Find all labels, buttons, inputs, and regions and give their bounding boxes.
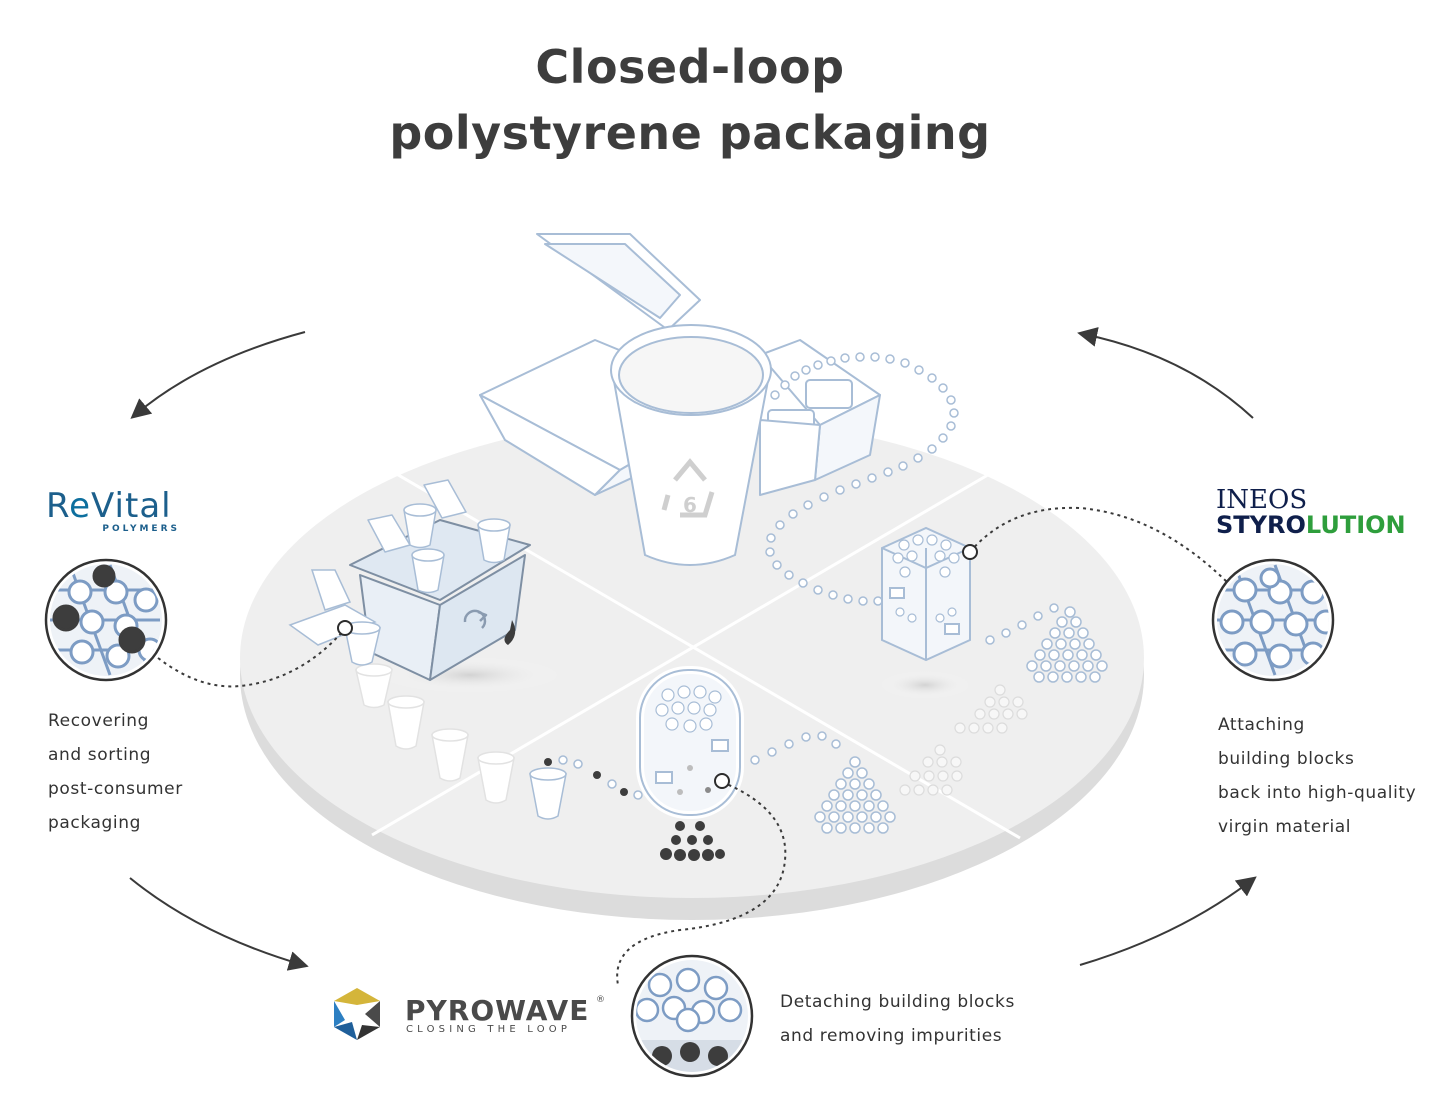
arrow-top-left (130, 331, 306, 419)
pellet-pile-right (1026, 606, 1108, 683)
arrow-top-right (1077, 327, 1254, 419)
recycling-bin-illustration (349, 479, 560, 693)
depolymerization-reactor-illustration (636, 666, 744, 819)
tray-illustration (759, 339, 881, 496)
pellet-pile-center (814, 756, 896, 834)
caption-line: back into high-quality (1218, 783, 1417, 803)
recycle-symbol-icon (661, 458, 715, 518)
ineos-logo-text: INEOS (1216, 485, 1307, 515)
molecule-detail-detaching (630, 954, 754, 1078)
caption-attaching: Attaching building blocks back into high… (1218, 708, 1416, 844)
caption-line: and sorting (48, 745, 152, 765)
molecule-detail-recovering (44, 558, 168, 682)
revital-logo-text: ReVital (46, 486, 172, 526)
bin-recycle-icon (463, 609, 488, 629)
left-small-container (288, 569, 381, 666)
arrow-bottom-left (129, 877, 309, 971)
caption-line: and removing impurities (780, 1026, 1003, 1046)
arrow-bottom-right (1079, 876, 1257, 966)
caption-line: Detaching building blocks (780, 992, 1015, 1012)
caption-line: building blocks (1218, 749, 1355, 769)
caption-recovering: Recovering and sorting post-consumer pac… (48, 704, 183, 840)
ineos-styrolution-logo: INEOS STYROLUTION (1216, 485, 1406, 539)
pellet-pile-faded (899, 684, 1028, 796)
bead-chain-top (765, 352, 959, 606)
caption-line: Attaching (1218, 715, 1305, 735)
caption-line: post-consumer (48, 779, 183, 799)
pyrowave-registered-mark: ® (596, 995, 605, 1005)
pyrowave-logo: PYROWAVE ® CLOSING THE LOOP (334, 988, 605, 1040)
pyrowave-logo-text: PYROWAVE (405, 994, 589, 1027)
caption-line: packaging (48, 813, 141, 833)
bead-trail-center (750, 731, 841, 765)
polymerization-reactor-illustration (880, 526, 971, 699)
page-title-line-1: Closed-loop (535, 40, 845, 94)
revital-logo: ReVital POLYMERS (46, 486, 180, 534)
revital-logo-sub: POLYMERS (102, 524, 180, 534)
caption-line: Recovering (48, 711, 150, 731)
connector-nodes (337, 544, 978, 789)
caption-detaching: Detaching building blocks and removing i… (780, 985, 1015, 1053)
styrolution-logo-text: STYROLUTION (1216, 511, 1406, 539)
foam-cup-illustration (610, 324, 772, 566)
recycle-code: 6 (683, 493, 697, 517)
connector-lines (157, 506, 1231, 986)
pyrowave-tagline: CLOSING THE LOOP (406, 1024, 571, 1035)
impurities-pile (660, 821, 725, 861)
front-cup (529, 767, 567, 820)
pyrowave-hexagon-icon (334, 988, 380, 1040)
caption-line: virgin material (1218, 817, 1352, 837)
bead-trail-right (985, 603, 1059, 645)
page-title-line-2: polystyrene packaging (389, 106, 991, 160)
cycle-arrows (129, 327, 1257, 971)
molecule-detail-attaching (1211, 558, 1335, 682)
bead-trail-left (544, 755, 643, 800)
